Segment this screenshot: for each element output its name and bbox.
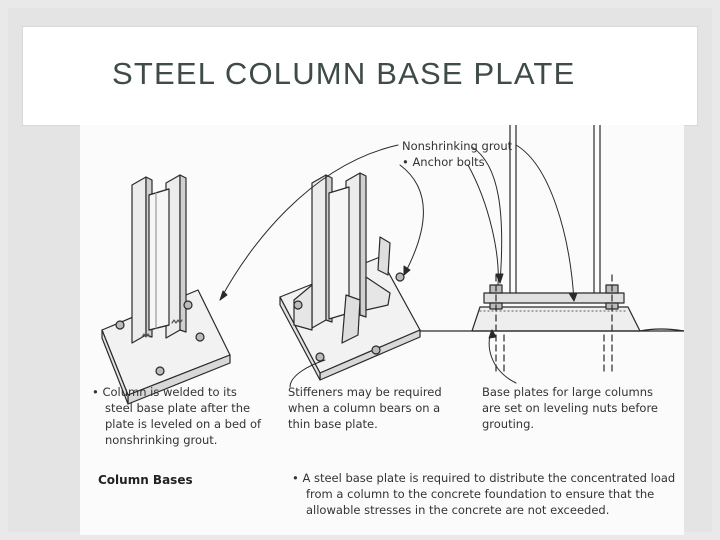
note-line: grouting. <box>482 417 535 431</box>
callout-line: • Anchor bolts <box>402 155 485 169</box>
leveling-nut-section <box>419 125 684 376</box>
stiffened-column-drawing <box>279 172 421 381</box>
note-welded-column: • Column is welded to its steel base pla… <box>92 384 261 448</box>
title-box <box>22 26 698 126</box>
note-line: nonshrinking grout. <box>105 433 218 447</box>
note-line: are set on leveling nuts before <box>482 401 658 415</box>
note-line: Stiffeners may be required <box>288 385 442 399</box>
note-line: thin base plate. <box>288 417 378 431</box>
column-base-illustration: Nonshrinking grout • Anchor bolts • Colu… <box>80 125 684 535</box>
note-base-plate-purpose: • A steel base plate is required to dist… <box>292 470 675 518</box>
note-line: • A steel base plate is required to dist… <box>292 471 676 485</box>
welded-column-drawing <box>101 174 231 405</box>
note-line: Base plates for large columns <box>482 385 654 399</box>
figure-heading: Column Bases <box>98 473 193 487</box>
note-stiffeners: Stiffeners may be required when a column… <box>288 384 442 432</box>
callout-line: Nonshrinking grout <box>402 139 513 153</box>
note-line: • Column is welded to its <box>92 385 237 399</box>
note-line: plate is leveled on a bed of <box>105 417 262 431</box>
note-line: allowable stresses in the concrete are n… <box>306 503 610 517</box>
callout-nonshrinking-grout: Nonshrinking grout • Anchor bolts <box>402 138 512 170</box>
note-line: steel base plate after the <box>105 401 251 415</box>
note-line: from a column to the concrete foundation… <box>306 487 655 501</box>
column-base-drawing <box>101 125 684 405</box>
note-leveling-nuts: Base plates for large columns are set on… <box>482 384 658 432</box>
note-line: when a column bears on a <box>288 401 441 415</box>
slide-title: STEEL COLUMN BASE PLATE <box>112 56 576 91</box>
leader-lines <box>219 144 578 388</box>
